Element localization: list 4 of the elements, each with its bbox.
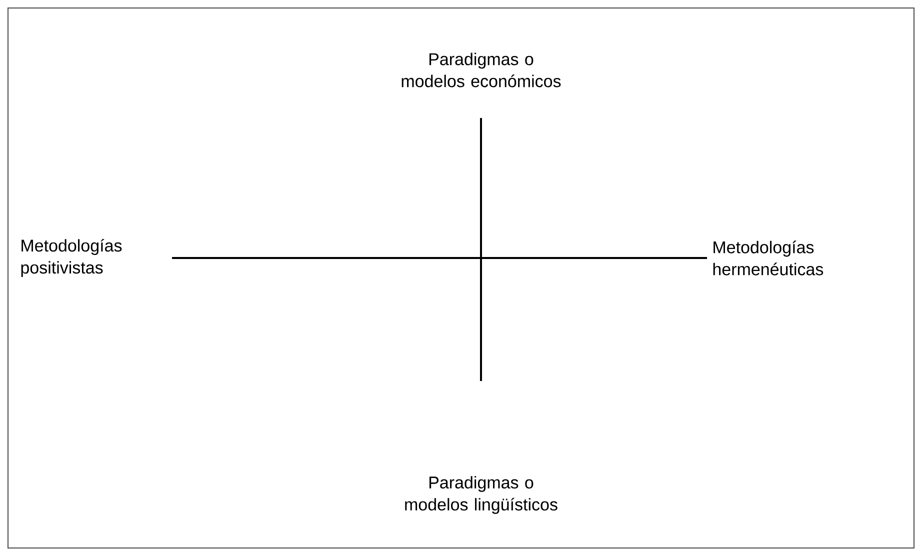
axis-label: Metodologías positivistas (21, 238, 122, 277)
axis-label: Paradigmas o modelos económicos (402, 52, 561, 88)
axis-label: Metodologías hermenéuticas (713, 240, 824, 276)
axis-label: Paradigmas o modelos lingüísticos (405, 476, 558, 514)
